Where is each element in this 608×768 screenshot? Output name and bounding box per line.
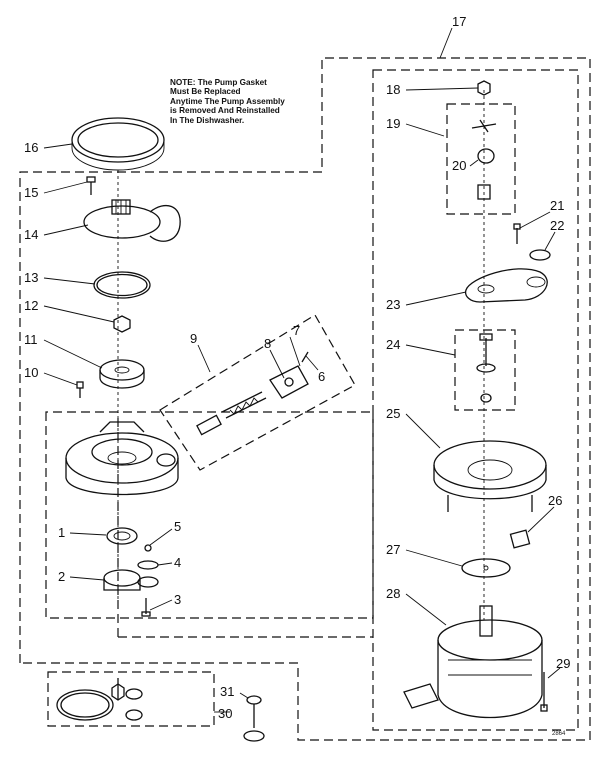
callout-11: 11 — [24, 332, 38, 347]
part-30-kit — [56, 678, 143, 721]
kit-30-boundary — [47, 671, 215, 727]
pump-assembly-boundary — [19, 57, 591, 741]
part-25-motor-mount — [433, 440, 547, 512]
callout-3: 3 — [174, 592, 181, 607]
check-valve-group-boundary — [159, 314, 356, 471]
callout-18: 18 — [386, 82, 400, 97]
callout-21: 21 — [550, 198, 564, 213]
leader-lines — [43, 27, 561, 713]
callout-7: 7 — [293, 323, 300, 338]
part-22-grommet — [529, 249, 551, 261]
callout-10: 10 — [24, 365, 38, 380]
part-19-clip — [471, 119, 497, 133]
part-21-screw — [513, 223, 521, 244]
callout-4: 4 — [174, 555, 181, 570]
callout-6: 6 — [318, 369, 325, 384]
callout-26: 26 — [548, 493, 562, 508]
callout-8: 8 — [264, 336, 271, 351]
part-24-stud — [476, 333, 496, 403]
callout-19: 19 — [386, 116, 400, 131]
callout-20: 20 — [452, 158, 466, 173]
callout-29: 29 — [556, 656, 570, 671]
part-14-pump-cover — [83, 199, 181, 242]
callout-16: 16 — [24, 140, 38, 155]
part-11-impeller — [99, 359, 145, 389]
callout-30: 30 — [218, 706, 232, 721]
callout-13: 13 — [24, 270, 38, 285]
motor-assembly-boundary — [372, 69, 579, 731]
part-27-slinger — [461, 558, 511, 578]
part-29-screw — [540, 672, 548, 712]
part-12-nut — [113, 315, 131, 333]
part-26-clip — [509, 529, 531, 549]
part-4-o-ring — [137, 560, 159, 570]
callout-28: 28 — [386, 586, 400, 601]
part-9-check-valve — [196, 351, 309, 436]
pump-housing-boundary — [45, 411, 374, 619]
group-24-boundary — [454, 329, 516, 411]
part-2-fitting — [103, 569, 159, 591]
pump-gasket-note: NOTE: The Pump Gasket Must Be Replaced A… — [170, 78, 285, 125]
part-28-motor — [403, 605, 543, 719]
part-3-screw — [141, 598, 151, 617]
part-10-screw — [76, 381, 84, 398]
inlet-group-boundary — [117, 412, 373, 638]
callout-5: 5 — [174, 519, 181, 534]
part-13-o-ring — [93, 271, 151, 299]
pump-housing — [65, 421, 179, 496]
part-23-bracket — [464, 268, 548, 303]
callout-24: 24 — [386, 337, 400, 352]
callout-25: 25 — [386, 406, 400, 421]
part-20-spring — [477, 148, 495, 200]
part-5-ball — [144, 544, 152, 552]
callout-23: 23 — [386, 297, 400, 312]
group-19-boundary — [446, 103, 516, 215]
part-16-pump-gasket — [71, 117, 165, 171]
part-1-disk — [106, 527, 138, 545]
part-31-valve — [243, 695, 265, 742]
callout-1: 1 — [58, 525, 65, 540]
callout-15: 15 — [24, 185, 38, 200]
callout-17: 17 — [452, 14, 466, 29]
callout-9: 9 — [190, 331, 197, 346]
part-15-screw — [86, 176, 96, 195]
callout-14: 14 — [24, 227, 38, 242]
part-18-nut — [477, 80, 491, 96]
drawing-code: 2864 — [552, 731, 566, 737]
callout-12: 12 — [24, 298, 38, 313]
callout-22: 22 — [550, 218, 564, 233]
callout-27: 27 — [386, 542, 400, 557]
callout-2: 2 — [58, 569, 65, 584]
callout-31: 31 — [220, 684, 234, 699]
